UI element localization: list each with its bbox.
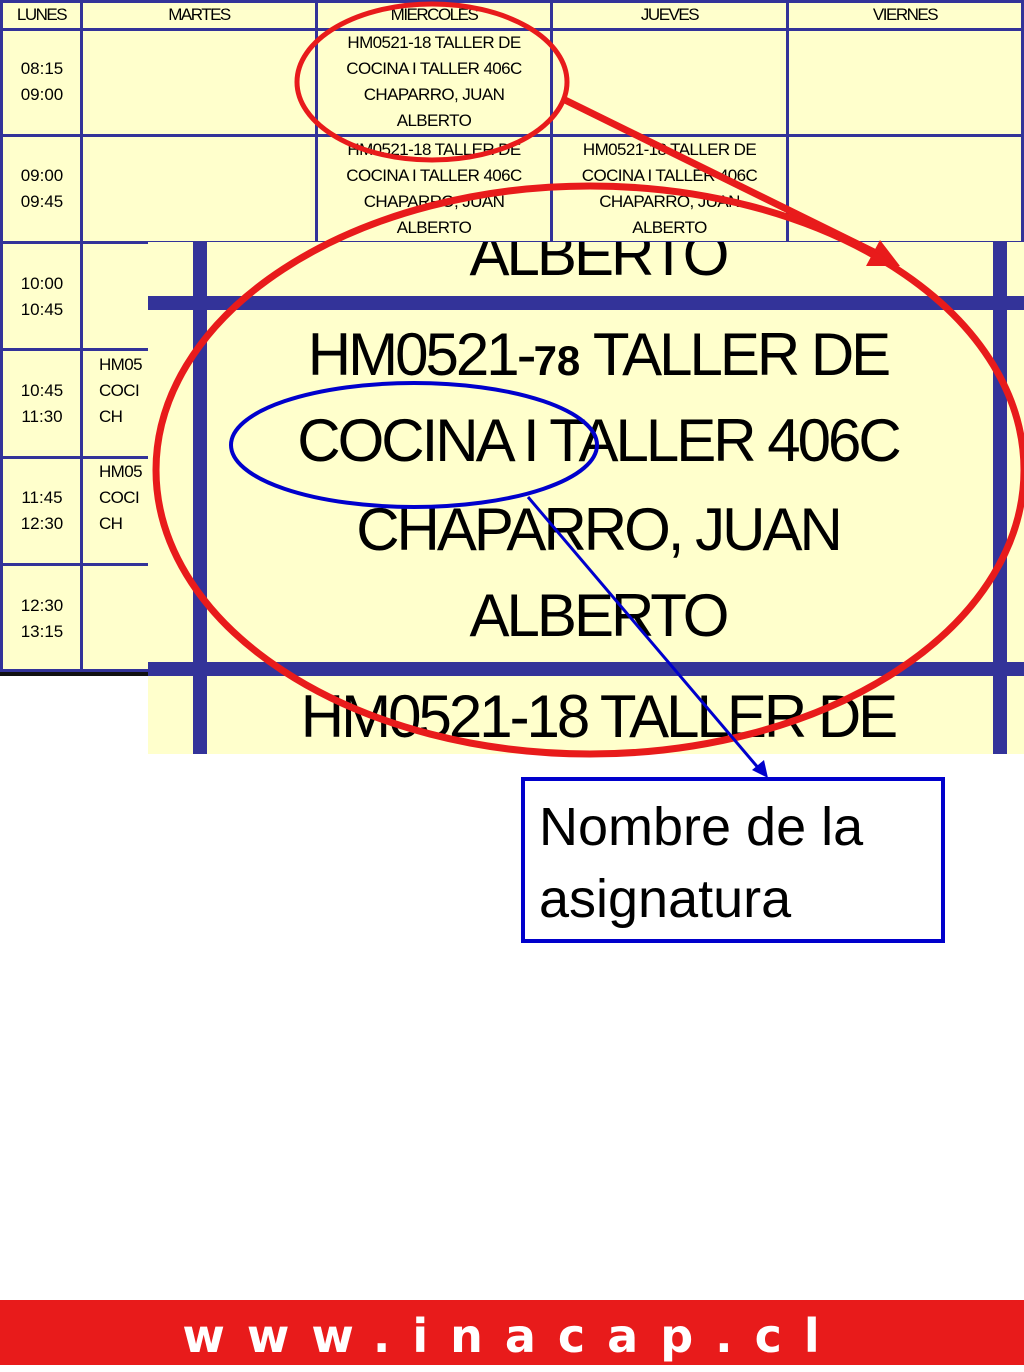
day-header-miercoles: MIÉRCOLES [390, 5, 479, 24]
day-header-viernes: VIERNES [872, 5, 939, 24]
course-cell-miercoles-0815[interactable]: HM0521-18 TALLER DE COCINA I TALLER 406C… [346, 33, 522, 130]
zoom-panel: ALBERTO HM0521-78 TALLER DE COCINA I TAL… [148, 242, 1024, 754]
small-highlight-ellipse [294, 1, 570, 163]
course-cell-martes-1045[interactable]: HM05 COCI CH [99, 355, 143, 426]
footer-url-banner[interactable]: www.inacap.cl [0, 1300, 1024, 1365]
day-header-lunes: LUNES [16, 5, 68, 24]
day-header-martes: MARTES [168, 5, 231, 24]
zoom-teacher-line-2: ALBERTO [469, 582, 730, 649]
course-cell-martes-1145[interactable]: HM05 COCI CH [99, 462, 143, 533]
day-header-jueves: JUEVES [640, 5, 700, 24]
callout-line: asignatura [539, 869, 792, 929]
footer-url[interactable]: www.inacap.cl [182, 1309, 842, 1363]
subject-name-callout: Nombre de la asignatura [521, 777, 945, 943]
subject-highlight-ellipse [229, 381, 599, 509]
large-highlight-ellipse [152, 182, 1024, 758]
zoom-course-code-line: HM0521-78 TALLER DE [307, 321, 891, 388]
zoom-top-fragment: ALBERTO [469, 242, 730, 288]
callout-line: Nombre de la [539, 797, 864, 857]
zoom-course-name-line: COCINA I TALLER 406C [297, 407, 901, 474]
blue-arrow-icon [526, 496, 768, 778]
